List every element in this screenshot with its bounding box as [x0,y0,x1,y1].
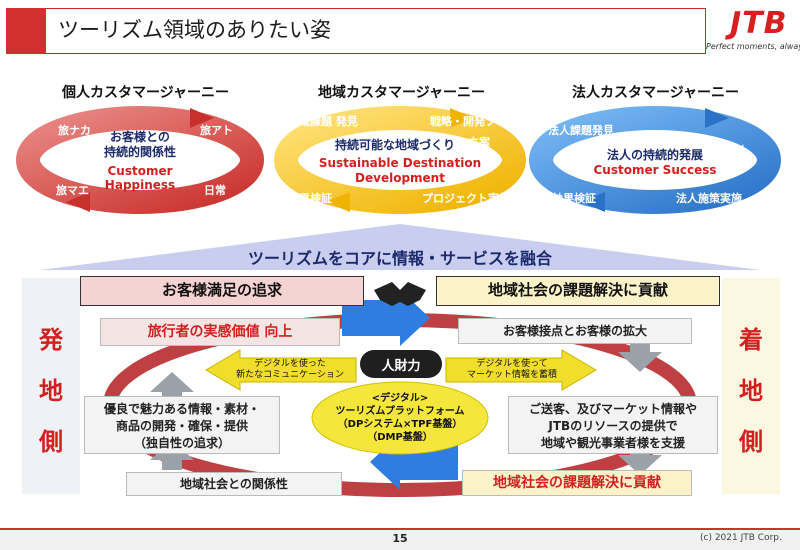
destination-side-char: 着 [739,326,763,354]
journey-label: 日常 [204,184,226,197]
products-panel: 優良で魅力ある情報・素材・ 商品の開発・確保・提供 （独自性の追求） [84,396,280,454]
regional-center-en: Development [355,171,445,185]
left-arrow-line: 新たなコミュニケーション [236,370,344,380]
left-side-bg [22,278,80,494]
journey-label: 地域課題 発見 [288,115,358,128]
corporate-journey-cycle [529,106,781,214]
traveler-value-panel: 旅行者の実感価値 向上 [100,318,340,346]
logo-tagline: Perfect moments, always [706,42,800,51]
journey-label: 旅アト [200,124,233,137]
journey-label: プロジェクト実施 [422,192,510,205]
digital-line: ツーリズムプラットフォーム [335,406,465,417]
support-line: ご送客、及びマーケット情報や [528,402,697,416]
regional-center-line: 持続可能な地域づくり [334,138,455,152]
individual-journey-title: 個人カスタマージャーニー [62,85,230,101]
gray-flow-arrows [150,344,662,475]
origin-side-char: 側 [39,428,63,456]
community-contribution-header: 地域社会の課題解決に貢献 [436,276,720,306]
digital-platform-text: <デジタル> ツーリズムプラットフォーム （DPシステム×TPF基盤） （DMP… [320,392,480,444]
right-arrow-caption: デジタルを使って マーケット情報を蓄積 [444,359,580,381]
digital-line: （DMP基盤） [367,432,433,443]
right-arrow-line: マーケット情報を蓄積 [466,370,557,380]
human-resources-shape [360,350,442,378]
copyright: (c) 2021 JTB Corp. [700,533,782,543]
customer-satisfaction-header: お客様満足の追求 [80,276,364,306]
individual-center-line: お客様との [110,130,170,144]
corporate-journey-title: 法人カスタマージャーニー [572,85,740,101]
individual-center-en: Happiness [104,178,176,192]
left-arrow-caption: デジタルを使った 新たなコミュニケーション [222,359,358,381]
regional-center-en: Sustainable Destination [318,156,482,170]
destination-side-char: 側 [739,428,763,456]
support-panel: ご送客、及びマーケット情報や JTBのリソースの提供で 地域や観光事業者様を支援 [508,396,718,454]
destination-side-column: 着 地 側 [722,278,780,494]
journey-label: 旅ナカ [58,124,91,137]
page-number: 15 [392,532,408,545]
regional-journey-title: 地域カスタマージャーニー [318,85,486,101]
customer-contact-panel: お客様接点とお客様の拡大 [458,318,692,344]
community-relation-panel: 地域社会との関係性 [126,472,342,496]
journey-label: 戦略・開発プラン [430,115,518,128]
support-line: JTBのリソースの提供で [548,419,678,433]
jtb-logo: JTB [730,6,788,41]
digital-line: （DPシステム×TPF基盤） [337,419,463,430]
destination-side-char: 地 [739,377,763,405]
community-solution-panel: 地域社会の課題解決に貢献 [462,470,692,496]
products-line: （独自性の追求） [133,436,230,450]
products-line: 商品の開発・確保・提供 [115,419,248,433]
origin-side-column: 発 地 側 [22,278,80,494]
handshake-icon [374,282,426,306]
origin-side-char: 発 [39,326,63,354]
title-accent-bar [6,8,46,54]
individual-journey-cycle [16,106,264,214]
individual-center-en: Customer [107,164,173,178]
journey-label: 効果検証 [288,192,332,205]
digital-line: <デジタル> [371,393,429,404]
human-resources-label: 人財力 [381,359,421,374]
support-line: 地域や観光事業者様を支援 [540,436,685,450]
footer-bar [0,528,800,550]
journey-label: 効果検証 [552,192,596,205]
products-line: 優良で魅力ある情報・素材・ [103,402,260,416]
digital-arrows [205,349,597,391]
right-arrow-line: デジタルを使って [476,359,548,369]
journey-label: 法人施策実施 [676,192,742,205]
fusion-banner-text: ツーリズムをコアに情報・サービスを融合 [247,249,552,268]
fusion-banner-shape [40,224,760,270]
right-side-bg [722,278,780,494]
journey-label: 立案 [468,136,490,149]
left-arrow-line: デジタルを使った [254,359,326,369]
digital-platform-shape [311,381,489,455]
journey-label: 施策設計 [702,144,746,157]
page-title: ツーリズム領域のありたい姿 [58,18,331,42]
corporate-center-line: 法人の持続的発展 [606,148,703,162]
regional-journey-cycle [274,106,526,214]
individual-center-line: 持続的関係性 [103,145,176,159]
origin-side-char: 地 [39,377,63,405]
journey-label: 法人課題発見 [548,124,614,137]
corporate-center-en: Customer Success [593,163,717,177]
journey-label: 旅マエ [56,184,89,197]
title-frame [6,8,706,54]
